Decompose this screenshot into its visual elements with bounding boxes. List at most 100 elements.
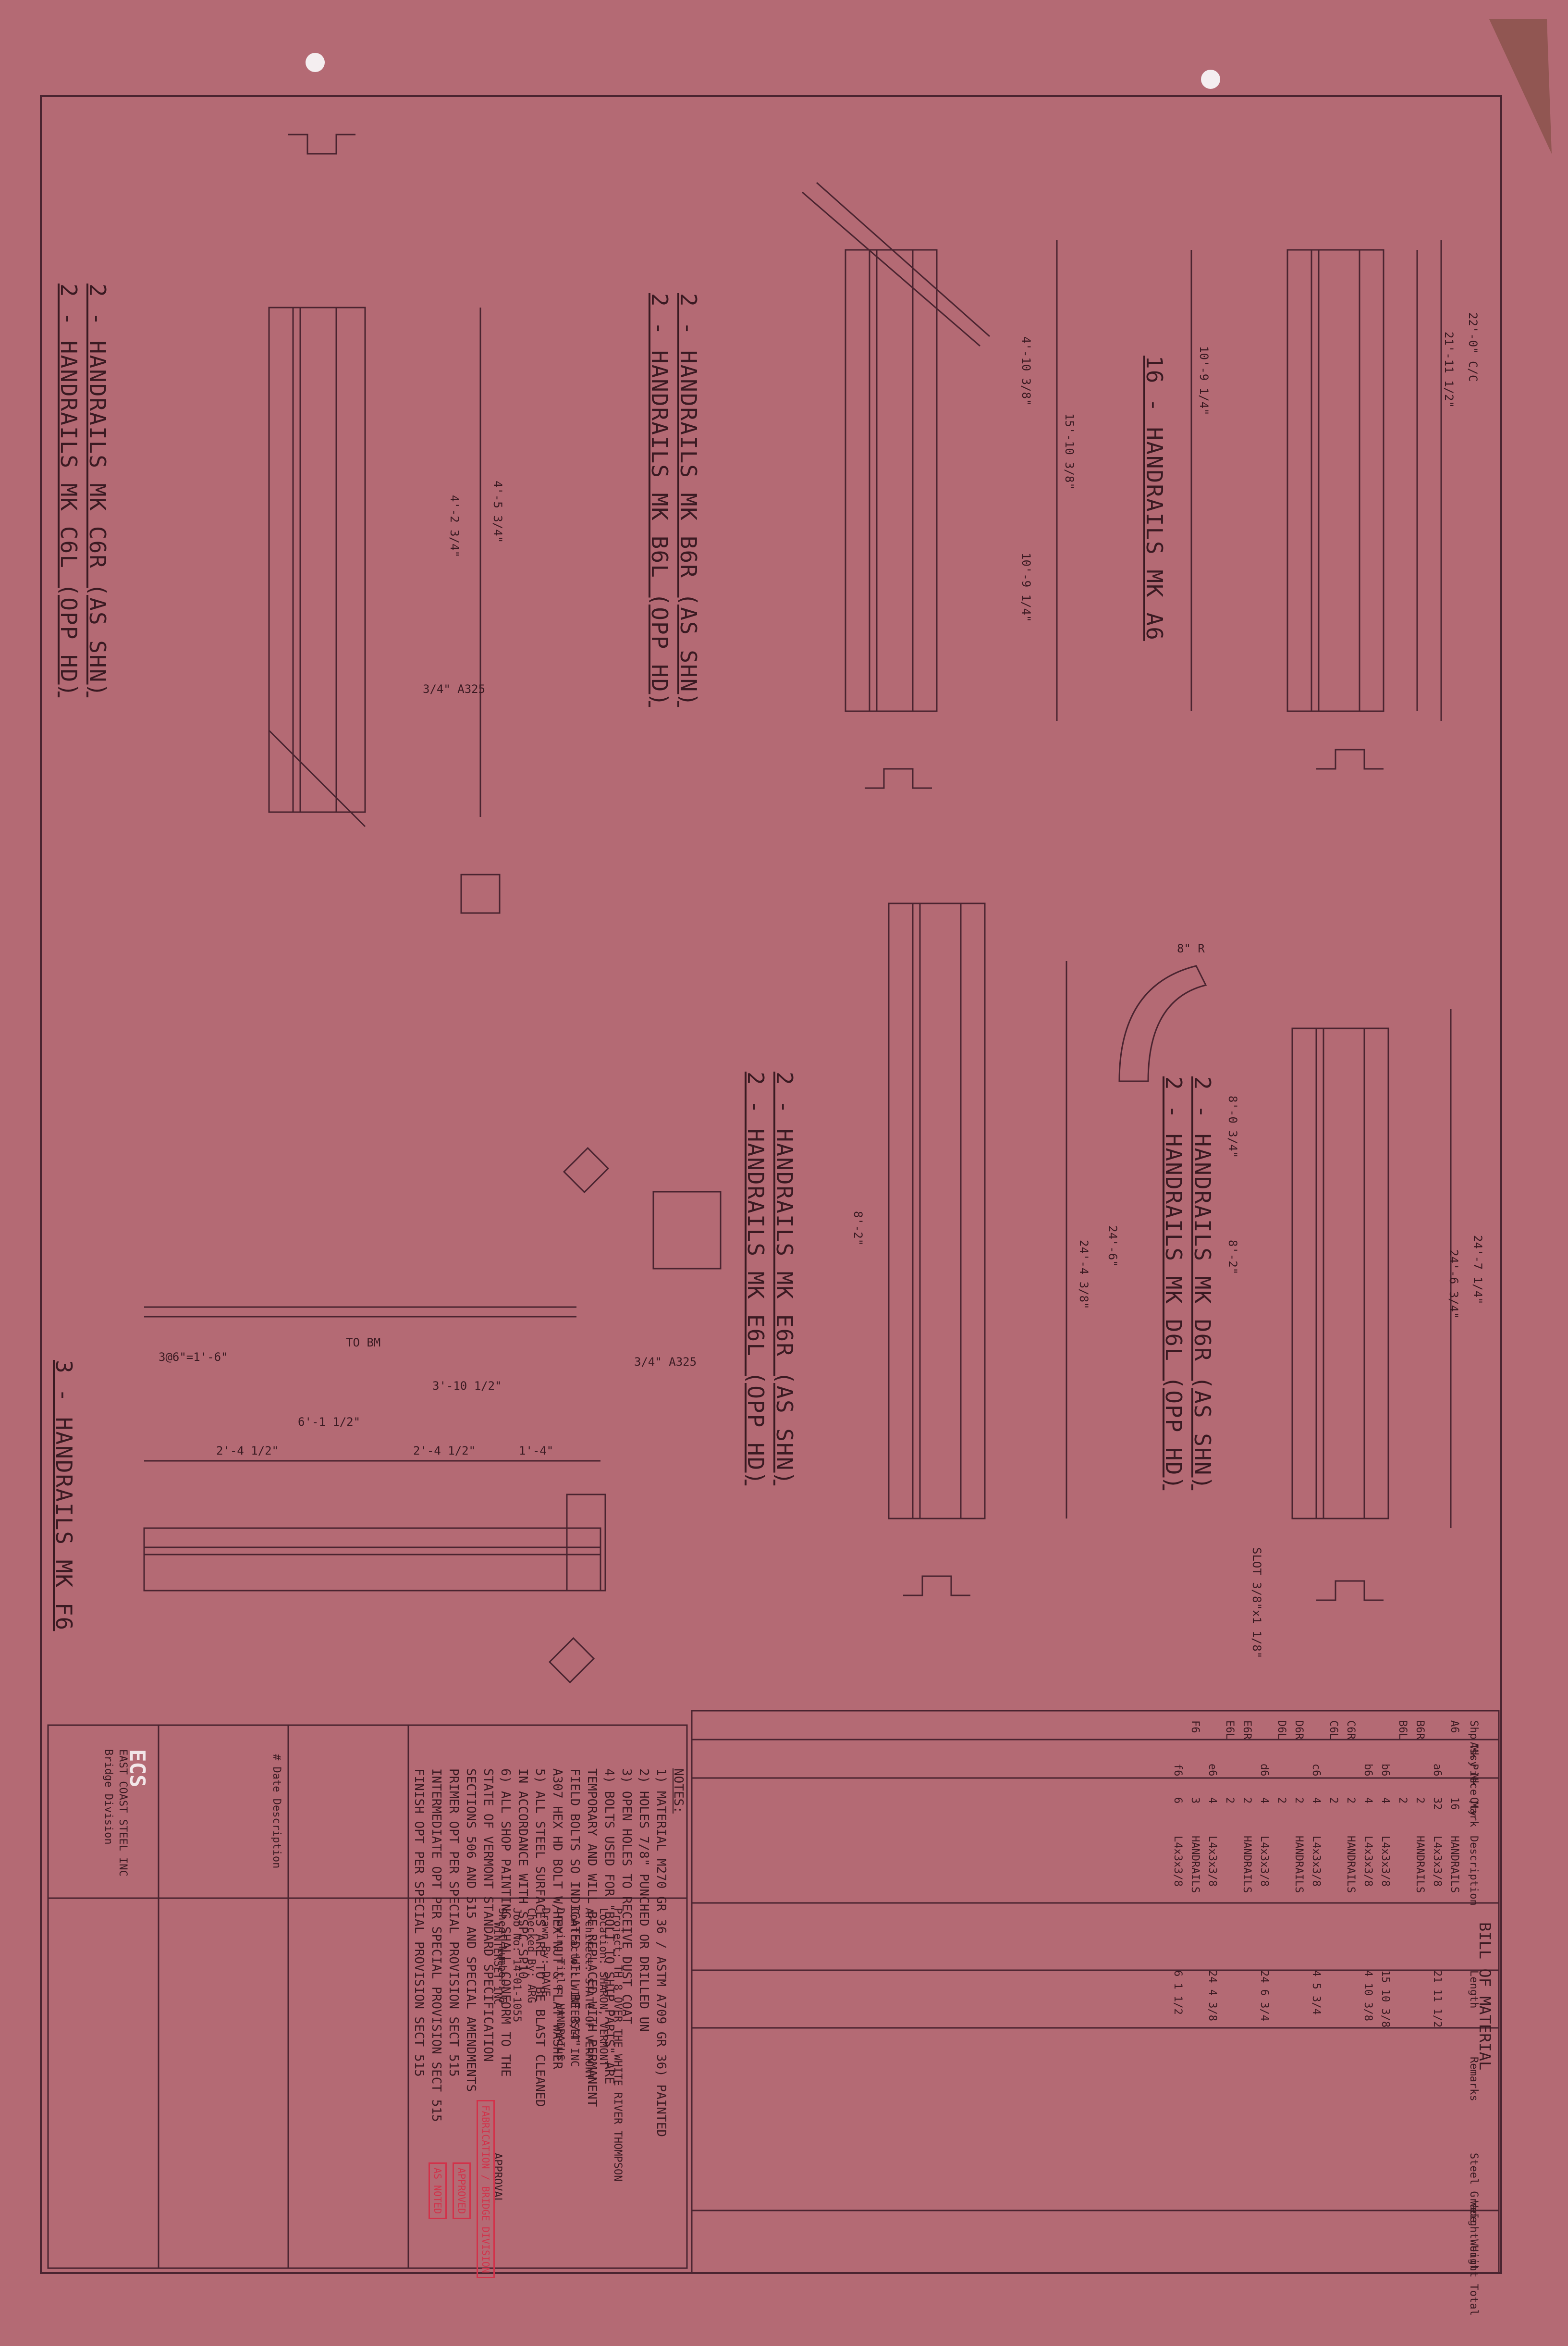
- notes-line-1: 1) MATERIAL M270 GR 36 / ASTM A709 GR 36…: [654, 1768, 668, 2137]
- bom-cell: HANDRAILS: [1414, 1836, 1426, 1893]
- company-logo: ECS: [125, 1749, 149, 1788]
- sheet-border: [40, 95, 1502, 2274]
- rail-c6-drawing: [268, 134, 501, 914]
- bom-cell: L4x3x3/8: [1362, 1836, 1374, 1887]
- bom-cell: 2: [1293, 1797, 1305, 1804]
- bom-cell: L4x3x3/8: [1379, 1836, 1391, 1887]
- bom-cell: Piece Mark: [1468, 1764, 1480, 1827]
- dim-f6-c: 1'-4": [519, 1444, 554, 1457]
- bom-cell: Weight Total: [1468, 2239, 1480, 2316]
- dim-d6-overall: 24'-7 1/4": [1471, 1235, 1484, 1305]
- label-handrails-c6r: 2 - HANDRAILS MK C6R (AS SHN): [85, 284, 110, 698]
- notes-line-14: INTERMEDIATE OPT PER SPECIAL PROVISION S…: [429, 1768, 443, 2122]
- bom-cell: 2: [1414, 1797, 1426, 1804]
- bom-cell: B6R: [1414, 1720, 1426, 1740]
- notes-line-2: 2) HOLES 7/8" PUNCHED OR DRILLED UN: [637, 1768, 651, 2032]
- bom-cell: 32: [1431, 1797, 1443, 1810]
- bom-cell: 4: [1258, 1797, 1270, 1804]
- label-handrails-c6l: 2 - HANDRAILS MK C6L (OPP HD): [56, 284, 82, 698]
- bom-cell: 21 11 1/2: [1431, 1970, 1443, 2028]
- title-block-grid: [47, 1724, 688, 2269]
- dim-a6-length: 21'-11 1/2": [1442, 332, 1456, 408]
- dim-to-bm: TO BM: [346, 1336, 381, 1349]
- bom-cell: 16: [1448, 1797, 1460, 1810]
- label-handrails-d6r: 2 - HANDRAILS MK D6R (AS SHN): [1189, 1076, 1215, 1491]
- punch-hole-right: [1201, 70, 1220, 89]
- bom-cell: 4 10 3/8: [1362, 1970, 1374, 2021]
- dim-e6-seg: 8'-2": [851, 1211, 865, 1246]
- bom-cell: 6: [1172, 1797, 1184, 1804]
- notes-line-6: FIELD BOLTS SO INDICATED WILL BE 3/4": [567, 1768, 582, 2047]
- notes-line-13: PRIMER OPT PER SPECIAL PROVISION SECT 51…: [446, 1768, 461, 2077]
- dim-f6-top: 3'-10 1/2": [432, 1379, 502, 1393]
- bom-cell: F6: [1189, 1720, 1201, 1733]
- dim-bolt-1: 3/4" A325: [634, 1355, 697, 1369]
- bom-cell: f6: [1172, 1764, 1184, 1777]
- company-name: EAST COAST STEEL INC: [117, 1749, 129, 1877]
- bom-cell: Length: [1468, 1970, 1480, 2009]
- approved-stamp: APPROVED: [453, 2162, 471, 2220]
- bom-cell: D6R: [1293, 1720, 1305, 1740]
- dim-c6-seg1: 4'-5 3/4": [491, 481, 504, 543]
- bom-cell: 3: [1189, 1797, 1201, 1804]
- dim-f6-total: 6'-1 1/2": [298, 1415, 361, 1429]
- dim-c6-seg2: 4'-2 3/4": [448, 495, 461, 558]
- bom-cell: b6: [1362, 1764, 1374, 1777]
- bom-cell: L4x3x3/8: [1258, 1836, 1270, 1887]
- dim-f6-a: 2'-4 1/2": [216, 1444, 279, 1457]
- notes-line-11: STATE OF VERMONT STANDARD SPECIFICATION: [481, 1768, 495, 2062]
- label-handrails-b6l: 2 - HANDRAILS MK B6L (OPP HD): [647, 293, 673, 707]
- rail-a6-drawing: [1190, 240, 1442, 770]
- bom-cell: 4: [1310, 1797, 1322, 1804]
- bom-cell: 6 1 1/2: [1172, 1970, 1184, 2015]
- notes-line-5: TEMPORARY AND WILL BE REPLACED WITH PERM…: [585, 1768, 599, 2107]
- bom-cell: 2: [1224, 1797, 1236, 1804]
- bom-cell: e6: [1206, 1764, 1218, 1777]
- bom-cell: 2: [1241, 1797, 1253, 1804]
- dim-d6-seg2: 8'-2": [1226, 1240, 1239, 1275]
- bom-cell: HANDRAILS: [1448, 1836, 1460, 1893]
- rail-d6-drawing: [1291, 1009, 1452, 1601]
- bom-cell: 2: [1396, 1797, 1409, 1804]
- rail-f6-drawing: [143, 1147, 722, 1684]
- rail-e6-drawing: [888, 902, 1207, 1596]
- bom-cell: 4: [1379, 1797, 1391, 1804]
- bom-cell: c6: [1310, 1764, 1322, 1777]
- bom-cell: B6L: [1396, 1720, 1409, 1740]
- label-handrails-d6l: 2 - HANDRAILS MK D6L (OPP HD): [1161, 1076, 1187, 1491]
- notes-line-7: A307 HEX HD BOLT W/HEX NUT & FLAT WASHER: [550, 1768, 564, 2070]
- label-handrails-e6l: 2 - HANDRAILS MK E6L (OPP HD): [743, 1072, 769, 1486]
- bom-grid: [691, 1710, 1500, 2274]
- bom-cell: b6: [1379, 1764, 1391, 1777]
- dim-bolt-2: 3/4" A325: [423, 682, 486, 696]
- bom-cell: L4x3x3/8: [1310, 1836, 1322, 1887]
- notes-block: NOTES: 1) MATERIAL M270 GR 36 / ASTM A70…: [410, 1768, 687, 2137]
- title-block-company: ECS EAST COAST STEEL INC Bridge Division: [101, 1749, 149, 1877]
- dim-e6-length: 24'-4 3/8": [1077, 1240, 1090, 1309]
- label-handrails-a6: 16 - HANDRAILS MK A6: [1141, 356, 1167, 641]
- bom-cell: E6R: [1241, 1720, 1253, 1740]
- dim-d6-seg1: 8'-0 3/4": [1226, 1096, 1239, 1159]
- dim-a6-seg: 10'-9 1/4": [1197, 346, 1211, 416]
- dim-a6-overall: 22'-0" C/C: [1466, 312, 1480, 382]
- fabrication-stamp: FABRICATION / BRIDGE DIVISION: [477, 2100, 495, 2279]
- dim-bend-radius: 8" R: [1177, 942, 1205, 955]
- bom-cell: 15 10 3/8: [1379, 1970, 1391, 2028]
- label-handrails-e6r: 2 - HANDRAILS MK E6R (AS SHN): [772, 1072, 797, 1486]
- label-handrails-f6: 3 - HANDRAILS MK F6: [51, 1360, 77, 1631]
- bom-cell: 2: [1275, 1797, 1287, 1804]
- notes-line-3: 3) OPEN HOLES TO RECEIVE DUST COAT: [619, 1768, 634, 2025]
- notes-line-9: IN ACCORDANCE WITH SSPC-SP10: [515, 1768, 530, 1979]
- notes-line-10: 6) ALL SHOP PAINTING SHALL CONFORM TO TH…: [498, 1768, 513, 2077]
- bom-cell: A6: [1448, 1720, 1460, 1733]
- company-division: Bridge Division: [102, 1749, 114, 1845]
- bom-cell: L4x3x3/8: [1431, 1836, 1443, 1887]
- bom-cell: Remarks: [1468, 2057, 1480, 2101]
- bom-cell: HANDRAILS: [1345, 1836, 1357, 1893]
- bom-cell: 2: [1327, 1797, 1339, 1804]
- bom-cell: 24 6 3/4: [1258, 1970, 1270, 2021]
- notes-line-15: FINISH OPT PER SPECIAL PROVISION SECT 51…: [412, 1768, 426, 2077]
- bom-cell: 2: [1345, 1797, 1357, 1804]
